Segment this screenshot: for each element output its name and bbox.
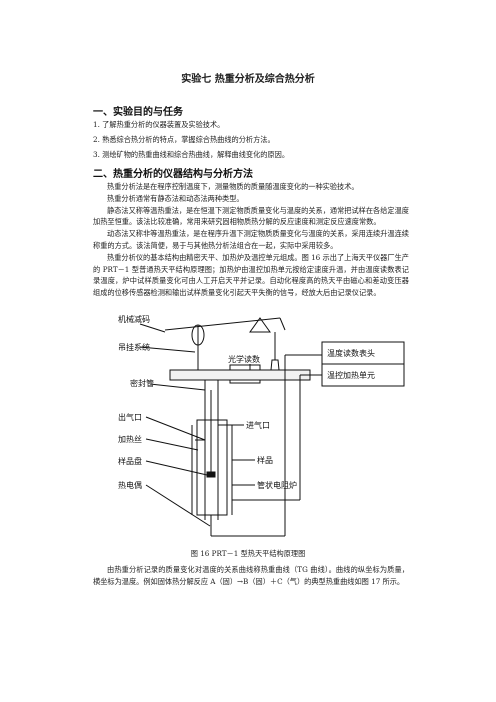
document-title: 实验七 热重分析及综合热分析 bbox=[181, 74, 315, 85]
weight-bob bbox=[191, 324, 205, 346]
thermobalance-diagram: 机械减码 吊挂系统 密封管 出气口 加热丝 样品盘 热电偶 光学读数 进气口 样… bbox=[118, 314, 405, 537]
label-heating-wire: 加热丝 bbox=[118, 434, 142, 444]
label-sealed-tube: 密封管 bbox=[130, 378, 154, 388]
section-heading-objectives: 一、实验目的与任务 bbox=[93, 107, 183, 118]
objective-item-3: 3. 测绘矿物的热重曲线和综合热曲线，解释曲线变化的原因。 bbox=[93, 150, 290, 159]
temp-control-box bbox=[321, 363, 405, 387]
label-tube-furnace: 管状电阻炉 bbox=[257, 480, 297, 490]
method-body: 热重分析法是在程序控制温度下，测量物质的质量随温度变化的一种实验技术。 热重分析… bbox=[93, 181, 409, 299]
furnace-body bbox=[196, 419, 228, 516]
balance-base bbox=[169, 369, 311, 381]
label-mechanical-weight: 机械减码 bbox=[118, 314, 150, 324]
figure-caption: 图 16 PRT－1 型热天平结构原理图 bbox=[190, 549, 306, 558]
balance-beam bbox=[164, 317, 281, 331]
label-optical-reading: 光学读数 bbox=[228, 354, 260, 364]
objective-item-2: 2. 熟悉综合热分析的特点，掌握综合热曲线的分析方法。 bbox=[93, 135, 275, 144]
paragraph-definition: 热重分析法是在程序控制温度下，测量物质的质量随温度变化的一种实验技术。 bbox=[107, 182, 359, 191]
paragraph-instrument: 热重分析仪的基本结构由精密天平、加热炉及温控单元组成。图 16 示出了上海天平仪… bbox=[93, 252, 409, 298]
thermobalance-figure: 机械减码 吊挂系统 密封管 出气口 加热丝 样品盘 热电偶 光学读数 进气口 样… bbox=[110, 300, 410, 545]
label-temp-meter: 温度读数表头 bbox=[327, 348, 375, 358]
label-gas-outlet: 出气口 bbox=[118, 412, 142, 422]
sample-cup bbox=[206, 471, 216, 478]
label-hanging-system: 吊挂系统 bbox=[118, 342, 150, 352]
balance-pivot bbox=[249, 317, 271, 333]
section-heading-method: 二、热重分析的仪器结构与分析方法 bbox=[93, 169, 253, 180]
paragraph-types: 热重分析通常有静态法和动态法两种类型。 bbox=[107, 193, 244, 203]
label-sample: 样品 bbox=[257, 455, 273, 465]
label-temp-control: 温控加热单元 bbox=[327, 370, 375, 380]
objective-item-1: 1. 了解热重分析的仪器装置及实验技术。 bbox=[93, 120, 225, 129]
paragraph-static: 静态法又称等温热重法，是在恒温下测定物质质量变化与温度的关系，通常把试样在各给定… bbox=[93, 205, 409, 227]
label-sample-pan: 样品盘 bbox=[118, 456, 142, 466]
closing-body: 由热重分析记录的质量变化对温度的关系曲线称热重曲线（TG 曲线）。曲线的纵坐标为… bbox=[93, 564, 409, 588]
label-gas-inlet: 进气口 bbox=[246, 420, 270, 430]
label-thermocouple: 热电偶 bbox=[118, 480, 142, 490]
paragraph-tg-curve: 由热重分析记录的质量变化对温度的关系曲线称热重曲线（TG 曲线）。曲线的纵坐标为… bbox=[93, 565, 409, 586]
paragraph-dynamic: 动态法又称非等温热重法，是在程序升温下测定物质质量变化与温度的关系，采用连续升温… bbox=[93, 229, 409, 250]
